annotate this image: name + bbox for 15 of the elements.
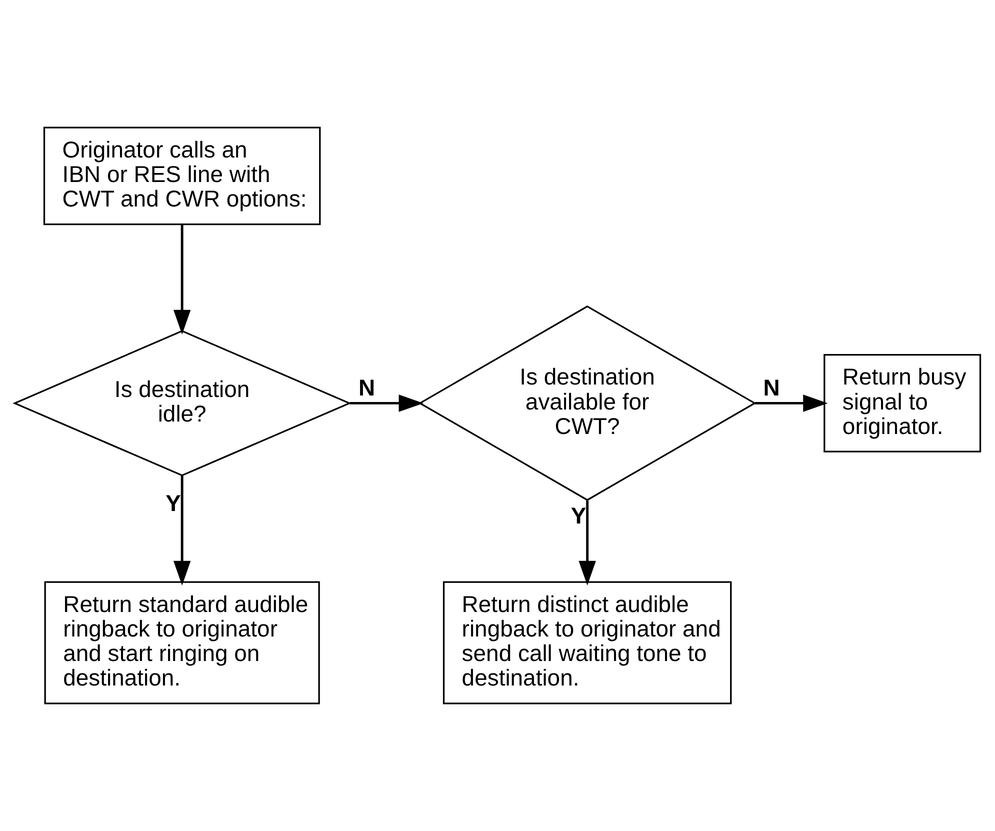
arrow: [754, 394, 828, 412]
edge-label: Y: [166, 490, 181, 516]
edge-label: N: [358, 374, 376, 400]
node-box: Return standard audible ringback to originator and start ringing on destination.: [44, 581, 320, 704]
arrow: [173, 224, 191, 334]
arrow: [350, 394, 424, 412]
node-box: Return distinct audible ringback to originator and send call waiting tone to destination.: [442, 581, 732, 704]
arrow: [578, 500, 596, 586]
node-box: Originator calls an IBN or RES line with CWT and CWR options:: [43, 126, 321, 226]
edge-label: Y: [570, 502, 586, 529]
node-diamond: Is destination available for CWT?: [418, 305, 756, 501]
node-diamond: Is destination idle?: [12, 330, 352, 476]
arrow: [173, 476, 191, 586]
edge-label: N: [763, 374, 780, 400]
node-box: Return busy signal to originator.: [824, 354, 982, 452]
